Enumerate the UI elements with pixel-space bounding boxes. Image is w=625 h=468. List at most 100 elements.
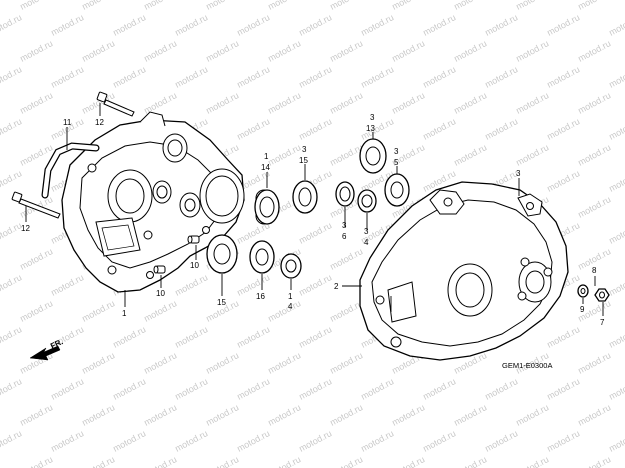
bearing-14 — [254, 189, 280, 225]
callout-4-mid: 4 — [364, 238, 369, 247]
watermark-text: motod.ru — [235, 116, 271, 142]
watermark-text: motod.ru — [514, 454, 550, 468]
watermark-text: motod.ru — [173, 12, 209, 38]
bearing-5 — [384, 173, 410, 207]
callout-15-upper: 15 — [299, 156, 308, 165]
watermark-text: motod.ru — [0, 12, 23, 38]
bearing-15-lower — [206, 234, 238, 274]
watermark-text: motod.ru — [18, 402, 54, 428]
callout-3-d: 3 — [394, 147, 399, 156]
watermark-text: motod.ru — [607, 116, 625, 142]
watermark-text: motod.ru — [421, 12, 457, 38]
watermark-text: motod.ru — [607, 220, 625, 246]
watermark-text: motod.ru — [328, 402, 364, 428]
watermark-text: motod.ru — [576, 350, 612, 376]
watermark-text: motod.ru — [0, 324, 23, 350]
watermark-text: motod.ru — [607, 64, 625, 90]
watermark-text: motod.ru — [173, 376, 209, 402]
right-crankcase — [359, 181, 569, 361]
callout-15-lower: 15 — [217, 298, 226, 307]
watermark-text: motod.ru — [607, 324, 625, 350]
watermark-text: motod.ru — [111, 12, 147, 38]
watermark-text: motod.ru — [142, 0, 178, 12]
watermark-text: motod.ru — [390, 90, 426, 116]
watermark-text: motod.ru — [328, 246, 364, 272]
callout-10-upper: 10 — [190, 261, 199, 270]
washer-9 — [577, 284, 589, 298]
callout-3-case: 3 — [516, 169, 521, 178]
watermark-text: motod.ru — [545, 428, 581, 454]
watermark-text: motod.ru — [390, 0, 426, 12]
watermark-text: motod.ru — [204, 0, 240, 12]
callout-12-upper: 12 — [95, 118, 104, 127]
watermark-text: motod.ru — [452, 454, 488, 468]
watermark-text: motod.ru — [111, 376, 147, 402]
callout-11: 11 — [63, 118, 72, 127]
watermark-text: motod.ru — [235, 12, 271, 38]
watermark-text: motod.ru — [235, 324, 271, 350]
watermark-text: motod.ru — [235, 272, 271, 298]
watermark-text: motod.ru — [173, 324, 209, 350]
watermark-text: motod.ru — [266, 454, 302, 468]
callout-4-lower: 4 — [288, 302, 293, 311]
watermark-text: motod.ru — [266, 142, 302, 168]
watermark-text: motod.ru — [607, 12, 625, 38]
watermark-text: motod.ru — [142, 350, 178, 376]
watermark-text: motod.ru — [452, 90, 488, 116]
bolt-upper — [96, 91, 135, 117]
watermark-text: motod.ru — [483, 376, 519, 402]
watermark-text: motod.ru — [0, 168, 23, 194]
bearing-16 — [249, 240, 275, 274]
watermark-text: motod.ru — [80, 0, 116, 12]
watermark-text: motod.ru — [421, 64, 457, 90]
watermark-text: motod.ru — [576, 90, 612, 116]
leader-lines — [25, 103, 604, 316]
callout-1-b: 1 — [288, 292, 293, 301]
watermark-text: motod.ru — [235, 376, 271, 402]
watermark-text: motod.ru — [328, 142, 364, 168]
watermark-text: motod.ru — [80, 298, 116, 324]
watermark-text: motod.ru — [607, 272, 625, 298]
watermark-text: motod.ru — [545, 324, 581, 350]
watermark-text: motod.ru — [297, 116, 333, 142]
callout-6: 6 — [342, 232, 347, 241]
nut-7 — [594, 288, 610, 302]
callout-10-lower: 10 — [156, 289, 165, 298]
watermark-text: motod.ru — [545, 64, 581, 90]
callout-1-case: 1 — [122, 309, 127, 318]
watermark-text: motod.ru — [0, 272, 23, 298]
watermark-text: motod.ru — [607, 376, 625, 402]
watermark-text: motod.ru — [328, 350, 364, 376]
watermark-text: motod.ru — [483, 428, 519, 454]
callout-3-f: 3 — [364, 227, 369, 236]
watermark-text: motod.ru — [514, 402, 550, 428]
watermark-text: motod.ru — [607, 168, 625, 194]
watermark-text: motod.ru — [576, 402, 612, 428]
callout-3-b: 3 — [302, 145, 307, 154]
watermark-text: motod.ru — [576, 142, 612, 168]
watermark-text: motod.ru — [142, 298, 178, 324]
watermark-text: motod.ru — [266, 350, 302, 376]
watermark-text: motod.ru — [111, 324, 147, 350]
watermark-text: motod.ru — [297, 12, 333, 38]
callout-3-c: 3 — [370, 113, 375, 122]
watermark-text: motod.ru — [328, 298, 364, 324]
watermark-text: motod.ru — [266, 298, 302, 324]
watermark-text: motod.ru — [545, 376, 581, 402]
watermark-text: motod.ru — [18, 38, 54, 64]
watermark-text: motod.ru — [359, 12, 395, 38]
watermark-text: motod.ru — [204, 38, 240, 64]
watermark-text: motod.ru — [111, 428, 147, 454]
watermark-text: motod.ru — [235, 428, 271, 454]
watermark-text: motod.ru — [80, 38, 116, 64]
watermark-text: motod.ru — [0, 116, 23, 142]
oil-seal-6-mid — [335, 181, 355, 207]
watermark-text: motod.ru — [452, 0, 488, 12]
watermark-text: motod.ru — [452, 402, 488, 428]
watermark-text: motod.ru — [173, 64, 209, 90]
watermark-text: motod.ru — [0, 428, 23, 454]
callout-8: 8 — [592, 266, 597, 275]
callout-14: 14 — [261, 163, 270, 172]
